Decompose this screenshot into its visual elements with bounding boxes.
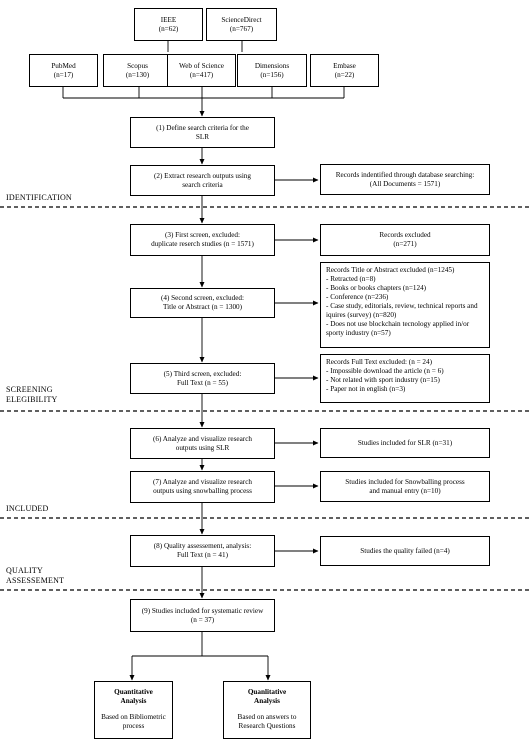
quantitative-analysis-box: Quantitative Analysis Based on Bibliomet… (94, 681, 173, 739)
step-text: (7) Analyze and visualize research (153, 478, 252, 486)
source-count: (n=156) (260, 70, 284, 79)
phase-screening-eligibility: SCREENING ELEGIBILITY (6, 385, 58, 405)
step-text: duplicate reserch studies (n = 1571) (151, 240, 254, 248)
side-text: Records Title or Abstract excluded (n=12… (326, 266, 455, 274)
side-text: Studies included for SLR (n=31) (357, 438, 453, 447)
source-ieee: IEEE (n=62) (134, 8, 203, 41)
analysis-desc: Based on Bibliometric (101, 713, 166, 721)
source-count: (n=22) (334, 70, 355, 79)
source-name: PubMed (51, 61, 76, 70)
step-text: (2) Extract research outputs using (154, 171, 251, 180)
step-text: outputs using SLR (175, 443, 230, 452)
source-scopus: Scopus (n=130) (103, 54, 172, 87)
records-identified-box: Records indentified through database sea… (320, 164, 490, 195)
side-text: Studies included for Snowballing process (345, 477, 465, 486)
source-name: Embase (333, 61, 356, 70)
step-6-analyze-slr: (6) Analyze and visualize research outpu… (130, 428, 275, 459)
side-text: (n=271) (393, 240, 417, 248)
source-count: (n=417) (189, 70, 214, 79)
slr-included-box: Studies included for SLR (n=31) (320, 428, 490, 458)
source-count: (n=767) (229, 24, 254, 33)
source-name: ScienceDirect (221, 15, 262, 24)
source-embase: Embase (n=22) (310, 54, 379, 87)
step-4-second-screen: (4) Second screen, excluded: Title or Ab… (130, 288, 275, 318)
step-2-extract-outputs: (2) Extract research outputs using searc… (130, 165, 275, 196)
step-text: (8) Quality assessement, analysis: (153, 542, 252, 550)
analysis-title: Analysis (254, 697, 280, 705)
side-text: (All Documents = 1571) (369, 179, 441, 188)
source-web-of-science: Web of Science (n=417) (167, 54, 236, 87)
side-text: Records excluded (379, 231, 431, 239)
title-abstract-excluded-box: Records Title or Abstract excluded (n=12… (320, 262, 490, 348)
source-name: Web of Science (179, 61, 224, 70)
phase-included: INCLUDED (6, 504, 48, 514)
step-text: Full Text (n = 55) (177, 378, 228, 387)
phase-label: IDENTIFICATION (6, 193, 72, 202)
side-text: - Conference (n=236) (326, 293, 389, 301)
side-text: - Case study, editorials, review, techni… (326, 302, 478, 319)
side-text: Records Full Text excluded: (n = 24) (326, 358, 433, 366)
analysis-title: Analysis (120, 697, 147, 705)
source-count: (n=62) (158, 24, 179, 33)
side-text: Studies the quality failed (n=4) (360, 546, 450, 555)
step-text: Title or Abstract (n = 1300) (162, 303, 243, 311)
source-dimensions: Dimensions (n=156) (237, 54, 307, 87)
analysis-title: Quanlitative (247, 688, 287, 696)
source-count: (n=130) (125, 70, 150, 79)
side-text: - Impossible download the article (n = 6… (326, 367, 444, 375)
step-1-define-criteria: (1) Define search criteria for the SLR (130, 117, 275, 148)
step-text: Full Text (n = 41) (177, 551, 228, 559)
step-text: (4) Second screen, excluded: (160, 294, 245, 302)
source-sciencedirect: ScienceDirect (n=767) (206, 8, 277, 41)
analysis-desc: Research Questions (238, 722, 296, 730)
step-text: outputs using snowballing process (153, 487, 252, 495)
phase-label: INCLUDED (6, 504, 49, 513)
side-text: - Not related with sport industry (n=15) (326, 376, 440, 384)
step-8-quality-assessment: (8) Quality assessement, analysis: Full … (130, 535, 275, 567)
step-text: (5) Third screen, excluded: (163, 369, 242, 378)
step-text: SLR (195, 132, 210, 141)
step-text: search criteria (182, 180, 223, 189)
quality-failed-box: Studies the quality failed (n=4) (320, 536, 490, 566)
phase-label: QUALITY (6, 566, 43, 575)
source-name: Dimensions (254, 61, 290, 70)
side-text: - Paper not in english (n=3) (326, 385, 406, 393)
phase-quality-assessment: QUALITY ASSESSEMENT (6, 566, 64, 586)
source-pubmed: PubMed (n=17) (29, 54, 98, 87)
analysis-desc: process (122, 722, 145, 730)
source-count: (n=17) (53, 70, 74, 79)
side-text: - Books or books chapters (n=124) (326, 284, 427, 292)
side-text: - Does not use blockchain tecnology appl… (326, 320, 470, 337)
full-text-excluded-box: Records Full Text excluded: (n = 24) - I… (320, 354, 490, 403)
analysis-title: Quantitative (114, 688, 153, 696)
source-name: Scopus (127, 61, 148, 70)
step-9-studies-included: (9) Studies included for systematic revi… (130, 599, 275, 632)
step-text: (9) Studies included for systematic revi… (141, 606, 264, 615)
step-text: (n = 37) (190, 615, 215, 624)
side-text: - Retracted (n=8) (326, 275, 376, 283)
side-text: Records indentified through database sea… (335, 170, 475, 179)
step-text: (1) Define search criteria for the (156, 123, 249, 132)
phase-label: SCREENING (6, 385, 53, 394)
snowballing-box: Studies included for Snowballing process… (320, 471, 490, 502)
source-name: IEEE (160, 15, 177, 24)
step-text: (6) Analyze and visualize research (153, 434, 252, 443)
step-7-snowballing: (7) Analyze and visualize research outpu… (130, 471, 275, 503)
phase-label: ASSESSEMENT (6, 576, 65, 585)
step-text: (3) First screen, excluded: (164, 231, 241, 239)
phase-label: ELEGIBILITY (6, 395, 58, 404)
step-3-first-screen: (3) First screen, excluded: duplicate re… (130, 224, 275, 256)
phase-identification: IDENTIFICATION (6, 193, 72, 203)
side-text: and manual entry (n=10) (369, 486, 441, 495)
analysis-desc: Based on answers to (237, 713, 297, 721)
records-excluded-box: Records excluded (n=271) (320, 224, 490, 256)
step-5-third-screen: (5) Third screen, excluded: Full Text (n… (130, 363, 275, 394)
qualitative-analysis-box: Quanlitative Analysis Based on answers t… (223, 681, 311, 739)
